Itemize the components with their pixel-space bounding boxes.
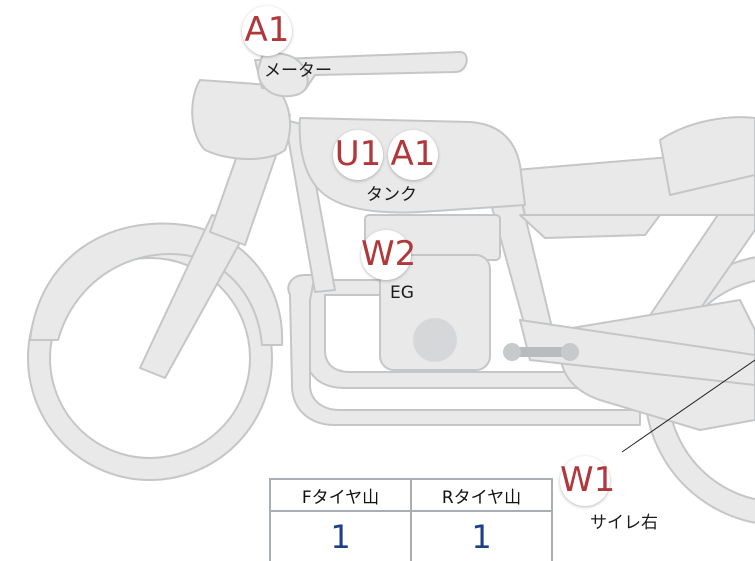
tail-cowl [659,116,755,196]
rear-tire-value[interactable]: 1 [410,510,553,561]
frame-downtube [284,119,336,293]
swingarm [519,319,755,386]
tank-badge-a-code: A1 [390,134,436,174]
front-tire-value[interactable]: 1 [269,510,412,561]
leader-line-silencer [621,359,755,453]
side-cover [519,214,661,239]
silencer-badge-code: W1 [560,460,616,500]
engine-badge-code: W2 [361,234,417,274]
tire-tread-table: Fタイヤ山 Rタイヤ山 1 1 [269,478,553,561]
tank-badge-u-code: U1 [334,134,382,174]
silencer-label: サイレ右 [590,513,658,533]
tire-table-header-row: Fタイヤ山 Rタイヤ山 [269,478,553,512]
tank-badge-a[interactable]: A1 [388,130,438,180]
silencer-badge[interactable]: W1 [560,456,615,506]
meter-badge[interactable]: A1 [242,6,292,56]
exhaust-pipe-lower [287,274,641,426]
headlight [191,79,291,160]
engine-crankcase [379,254,491,371]
meter-label: メーター [264,61,332,81]
tank-label: タンク [366,185,417,205]
tire-table-value-row: 1 1 [269,510,553,561]
tank-badge-u[interactable]: U1 [333,130,383,180]
engine-cover [413,318,457,362]
engine-label: EG [390,283,414,303]
rear-tire-header: Rタイヤ山 [410,478,553,512]
meter-badge-code: A1 [244,10,290,50]
footpeg-end-right [561,343,579,361]
footpeg-end-left [503,343,521,361]
engine-badge[interactable]: W2 [361,230,416,280]
front-tire-header: Fタイヤ山 [269,478,412,512]
meter-cluster [257,52,309,98]
